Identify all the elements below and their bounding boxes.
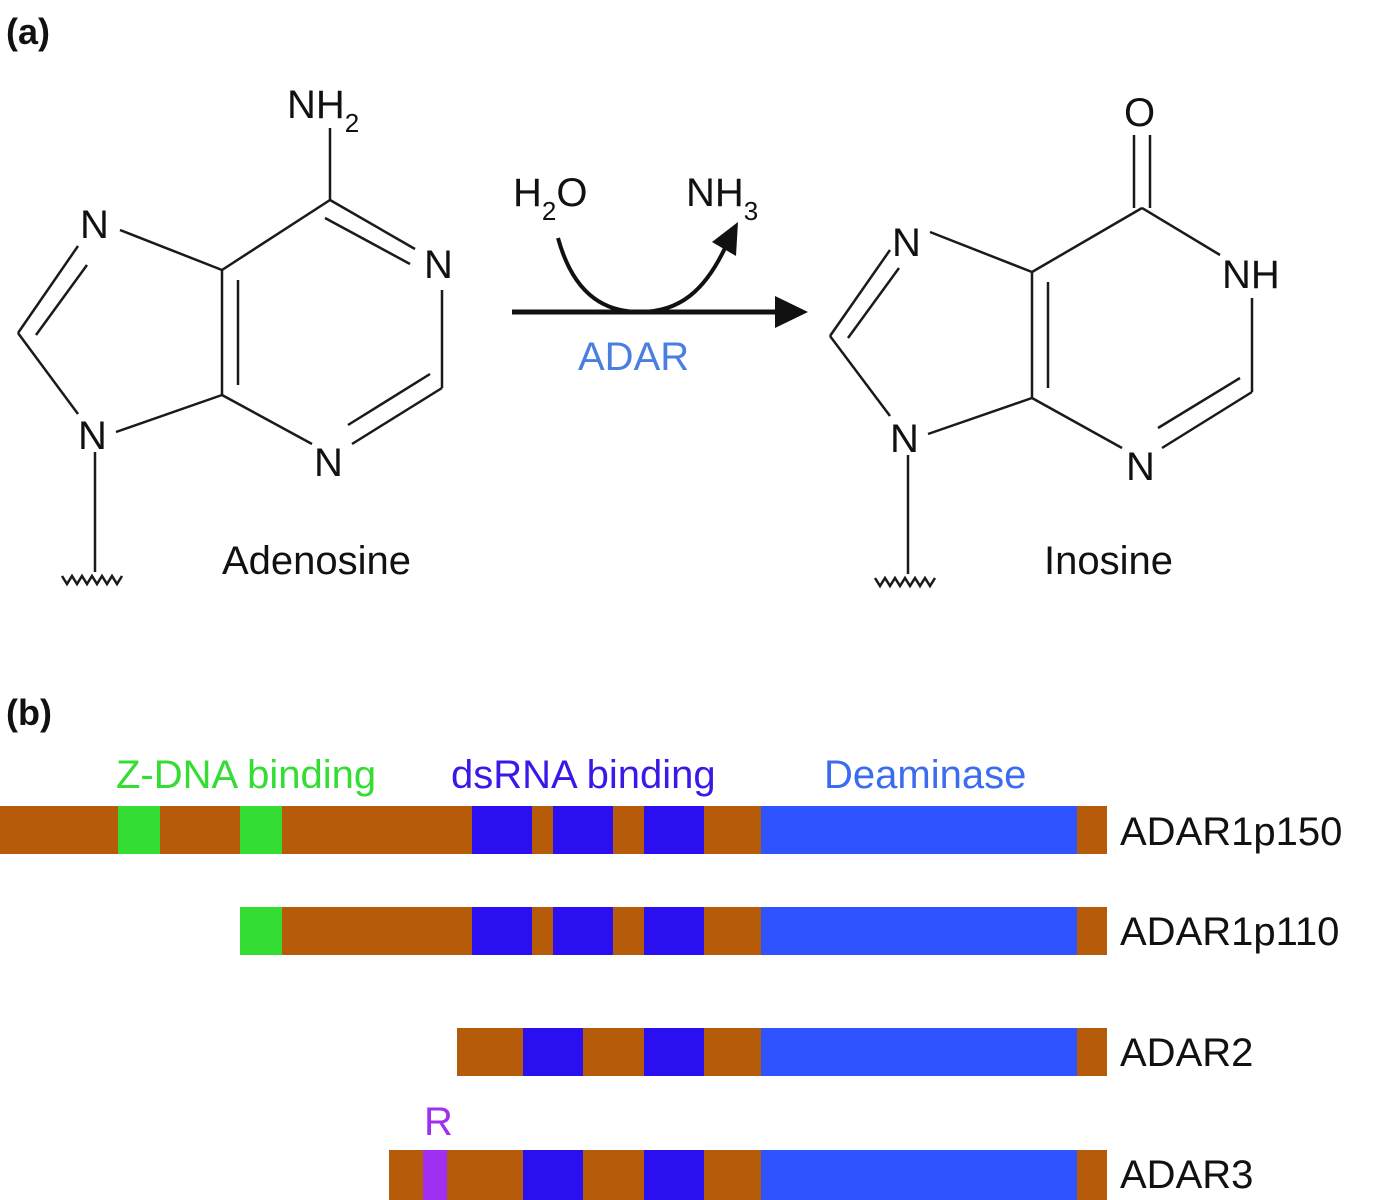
adar3-dsrna-segment — [523, 1150, 583, 1200]
ammonia-product: NH3 — [686, 171, 758, 226]
adenosine-amine: NH2 — [287, 83, 359, 138]
inosine-oxygen: O — [1124, 91, 1155, 135]
protein-label-adar2: ADAR2 — [1120, 1031, 1253, 1075]
adar1p110-dsrna-segment — [472, 907, 532, 955]
inosine-n7: N — [892, 221, 921, 265]
adenosine-n9: N — [78, 414, 107, 458]
adenosine-n7: N — [80, 203, 109, 247]
adar3-deaminase-segment — [761, 1150, 1077, 1200]
adar1p150-dsrna-segment — [472, 806, 532, 854]
zdna-binding-label: Z-DNA binding — [116, 753, 376, 797]
deaminase-label: Deaminase — [824, 753, 1026, 797]
inosine-n3: N — [1126, 445, 1155, 489]
adenosine-name: Adenosine — [222, 539, 411, 583]
adar1p150-dsrna-segment — [553, 806, 613, 854]
adar1p150-zdna-segment — [240, 806, 282, 854]
adar2-deaminase-segment — [761, 1028, 1077, 1076]
adar3-r-segment — [423, 1150, 447, 1200]
adar3-dsrna-segment — [644, 1150, 704, 1200]
inosine-n9: N — [890, 417, 919, 461]
r-domain-label: R — [424, 1100, 453, 1144]
adar1p110-zdna-segment — [240, 907, 282, 955]
adar1p150-deaminase-segment — [761, 806, 1077, 854]
adenosine-n3: N — [314, 441, 343, 485]
panel-b-label: (b) — [6, 692, 52, 733]
enzyme-label: ADAR — [578, 335, 689, 379]
adar1p110-dsrna-segment — [644, 907, 704, 955]
adar1p110-dsrna-segment — [553, 907, 613, 955]
inosine-structure — [828, 135, 1254, 589]
dsrna-binding-label: dsRNA binding — [451, 753, 716, 797]
water-reagent: H2O — [513, 171, 587, 226]
adar1p110-deaminase-segment — [761, 907, 1077, 955]
protein-domain-bars — [0, 806, 1107, 1200]
inosine-name: Inosine — [1044, 539, 1173, 583]
protein-label-adar3: ADAR3 — [1120, 1153, 1253, 1197]
panel-a-label: (a) — [6, 11, 50, 52]
protein-label-adar1p110: ADAR1p110 — [1120, 910, 1339, 954]
protein-label-adar1p150: ADAR1p150 — [1120, 810, 1342, 854]
adar2-dsrna-segment — [644, 1028, 704, 1076]
adar1p150-zdna-segment — [118, 806, 160, 854]
adenosine-n1: N — [424, 243, 453, 287]
inosine-nh: NH — [1222, 253, 1280, 297]
adenosine-structure — [16, 128, 444, 587]
adar2-dsrna-segment — [523, 1028, 583, 1076]
reaction-arrow — [512, 222, 808, 328]
adar1p150-dsrna-segment — [644, 806, 704, 854]
